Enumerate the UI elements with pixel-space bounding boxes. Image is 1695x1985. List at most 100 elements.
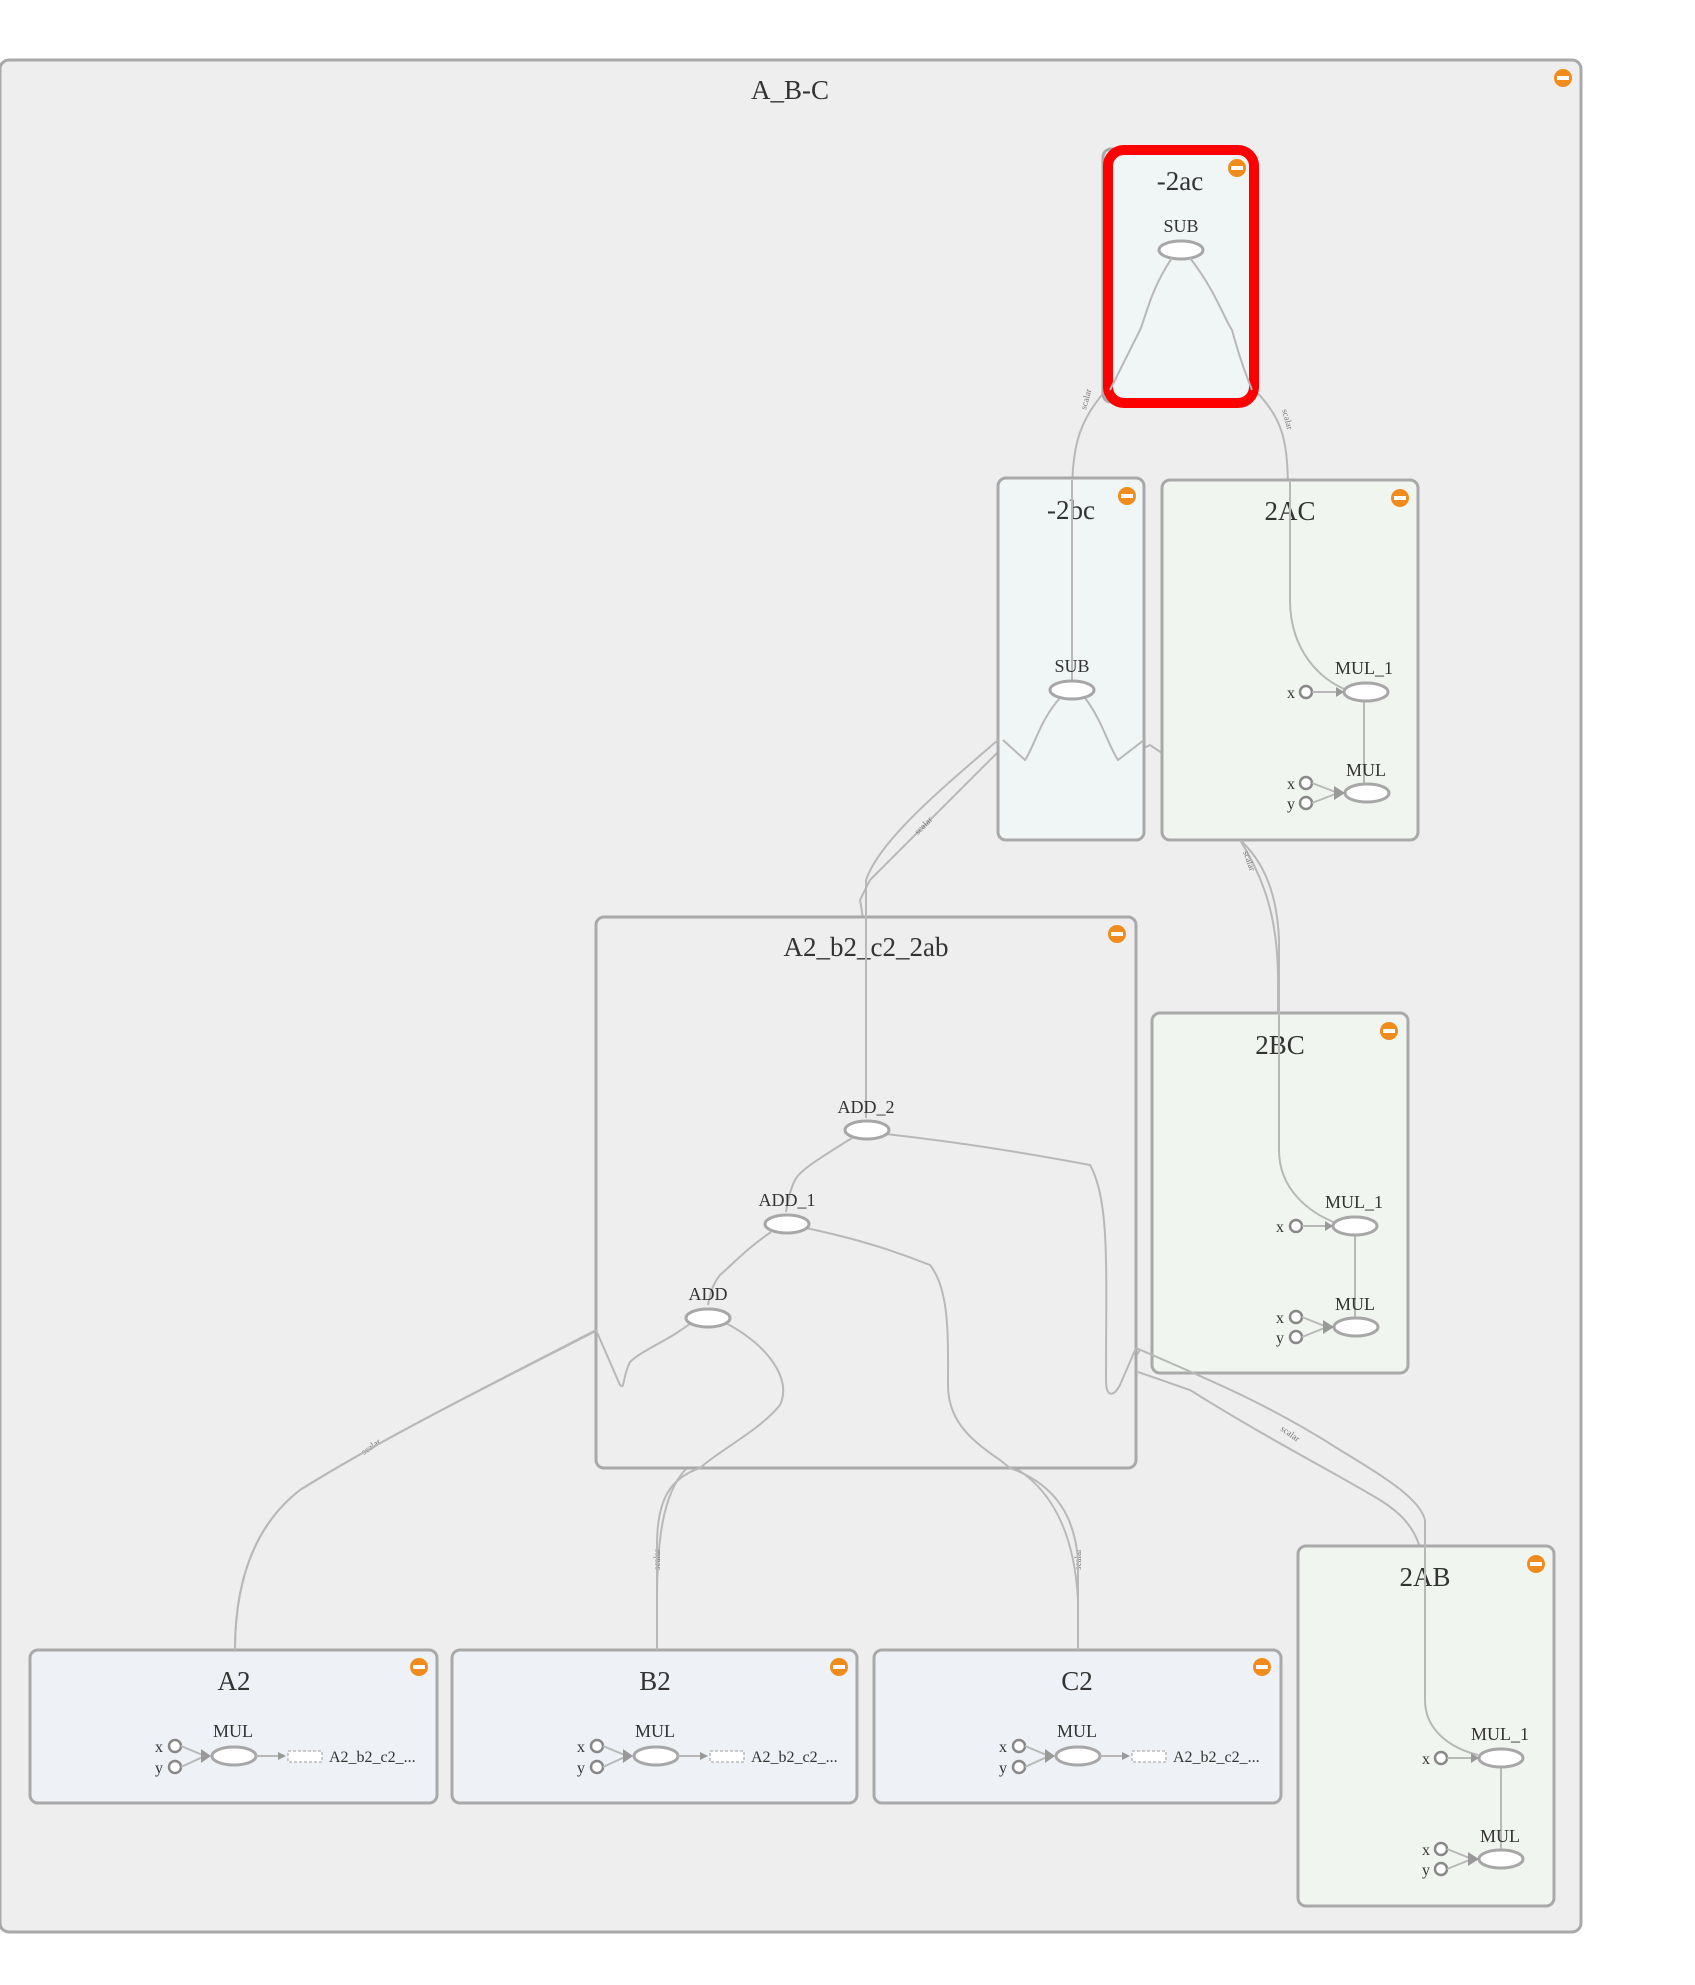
group-c2[interactable]: C2 MUL x y A2_b2_c2_... — [872, 1648, 1283, 1805]
arrow-icon — [1471, 1753, 1479, 1763]
output-stub[interactable] — [287, 1750, 323, 1763]
port-label: y — [577, 1760, 585, 1777]
input-port[interactable] — [1011, 1738, 1027, 1754]
input-port[interactable] — [1298, 775, 1314, 791]
group-a-b-c-title: A_B-C — [751, 75, 829, 105]
op-label: MUL_1 — [1471, 1724, 1529, 1744]
group-neg-2bc[interactable]: -2bc SUB — [996, 476, 1146, 842]
group-b2[interactable]: B2 MUL x y A2_b2_c2_... — [450, 1648, 859, 1805]
output-stub[interactable] — [709, 1750, 745, 1763]
arrow-icon — [278, 1752, 286, 1760]
op-node[interactable] — [1343, 782, 1391, 804]
edge — [1278, 1013, 1337, 1224]
input-port[interactable] — [1288, 1309, 1304, 1325]
edge — [1239, 839, 1280, 1013]
group-2bc[interactable]: 2BC MUL_1 x MUL x y — [1150, 1011, 1410, 1375]
port-label: x — [999, 1739, 1007, 1756]
op-label: MUL — [1346, 760, 1386, 780]
op-node[interactable] — [1477, 1848, 1525, 1870]
port-label: x — [1276, 1310, 1284, 1327]
input-port[interactable] — [1433, 1861, 1449, 1877]
op-label: MUL — [635, 1721, 675, 1741]
collapse-icon[interactable] — [1118, 487, 1136, 505]
arrow-icon — [1468, 1852, 1479, 1866]
op-label: MUL — [1335, 1294, 1375, 1314]
port-label: y — [1422, 1862, 1430, 1879]
arrow-icon — [1122, 1752, 1130, 1760]
input-port[interactable] — [589, 1759, 605, 1775]
group-a2-b2-c2-2ab[interactable]: A2_b2_c2_2ab ADD_2 ADD_1 ADD — [594, 915, 1138, 1470]
op-node[interactable] — [1331, 1215, 1379, 1237]
collapse-icon[interactable] — [1554, 69, 1572, 87]
collapse-icon[interactable] — [1391, 489, 1409, 507]
op-label: MUL — [213, 1721, 253, 1741]
op-node[interactable] — [1048, 679, 1096, 701]
input-port[interactable] — [1288, 1329, 1304, 1345]
op-node[interactable] — [1054, 1745, 1102, 1767]
op-label: MUL — [1057, 1721, 1097, 1741]
collapse-icon[interactable] — [1108, 925, 1126, 943]
collapse-icon[interactable] — [1380, 1022, 1398, 1040]
edge — [1109, 257, 1173, 391]
op-node[interactable] — [210, 1745, 258, 1767]
edge — [1135, 1347, 1426, 1546]
input-port[interactable] — [1433, 1750, 1449, 1766]
op-label: SUB — [1163, 216, 1198, 236]
arrow-icon — [623, 1749, 633, 1763]
collapse-icon[interactable] — [1253, 1658, 1271, 1676]
port-label: x — [577, 1739, 585, 1756]
arrow-icon — [1045, 1749, 1055, 1763]
input-port[interactable] — [1298, 684, 1314, 700]
port-label: x — [1287, 685, 1295, 702]
op-node[interactable] — [1342, 681, 1390, 703]
input-port[interactable] — [1298, 795, 1314, 811]
edge — [1289, 480, 1348, 691]
selection-outline — [1103, 145, 1259, 408]
group-neg-2ac[interactable]: -2ac SUB — [1101, 145, 1259, 408]
port-label: y — [999, 1760, 1007, 1777]
group-2ab[interactable]: 2AB MUL_1 x MUL x y — [1296, 1544, 1556, 1908]
input-port[interactable] — [167, 1759, 183, 1775]
input-port[interactable] — [1288, 1218, 1304, 1234]
collapse-icon[interactable] — [410, 1658, 428, 1676]
output-label: A2_b2_c2_... — [751, 1749, 838, 1766]
op-node[interactable] — [1477, 1747, 1525, 1769]
op-node[interactable] — [684, 1307, 732, 1329]
edge — [595, 1321, 693, 1388]
op-node[interactable] — [632, 1745, 680, 1767]
input-port[interactable] — [1433, 1841, 1449, 1857]
group-neg-2ac-title: -2ac — [1157, 166, 1203, 196]
edge — [1084, 697, 1145, 762]
output-stub[interactable] — [1131, 1750, 1167, 1763]
collapse-icon[interactable] — [830, 1658, 848, 1676]
arrow-icon — [1325, 1221, 1333, 1231]
port-label: x — [1287, 776, 1295, 793]
op-node[interactable] — [843, 1119, 891, 1141]
op-node[interactable] — [763, 1213, 811, 1235]
op-label: MUL_1 — [1335, 658, 1393, 678]
group-a2[interactable]: A2 MUL x y A2_b2_c2_... — [28, 1648, 439, 1805]
group-2ac[interactable]: 2AC MUL_1 x MUL x y — [1160, 478, 1420, 842]
input-port[interactable] — [589, 1738, 605, 1754]
op-node[interactable] — [1157, 239, 1205, 261]
arrow-icon — [201, 1749, 211, 1763]
port-label: y — [1276, 1330, 1284, 1347]
edge — [1311, 782, 1339, 804]
edge — [699, 1319, 785, 1469]
edge — [865, 739, 999, 917]
port-label: x — [1422, 1842, 1430, 1859]
input-port[interactable] — [1011, 1759, 1027, 1775]
output-label: A2_b2_c2_... — [329, 1749, 416, 1766]
edge — [1446, 1848, 1473, 1870]
arrow-icon — [1336, 687, 1344, 697]
op-node[interactable] — [1332, 1316, 1380, 1338]
op-label: ADD_2 — [838, 1097, 895, 1117]
port-label: x — [1276, 1219, 1284, 1236]
collapse-icon[interactable] — [1527, 1555, 1545, 1573]
input-port[interactable] — [167, 1738, 183, 1754]
edge — [707, 1231, 772, 1306]
output-label: A2_b2_c2_... — [1173, 1749, 1260, 1766]
collapse-icon[interactable] — [1228, 159, 1246, 177]
edge — [1002, 697, 1061, 762]
